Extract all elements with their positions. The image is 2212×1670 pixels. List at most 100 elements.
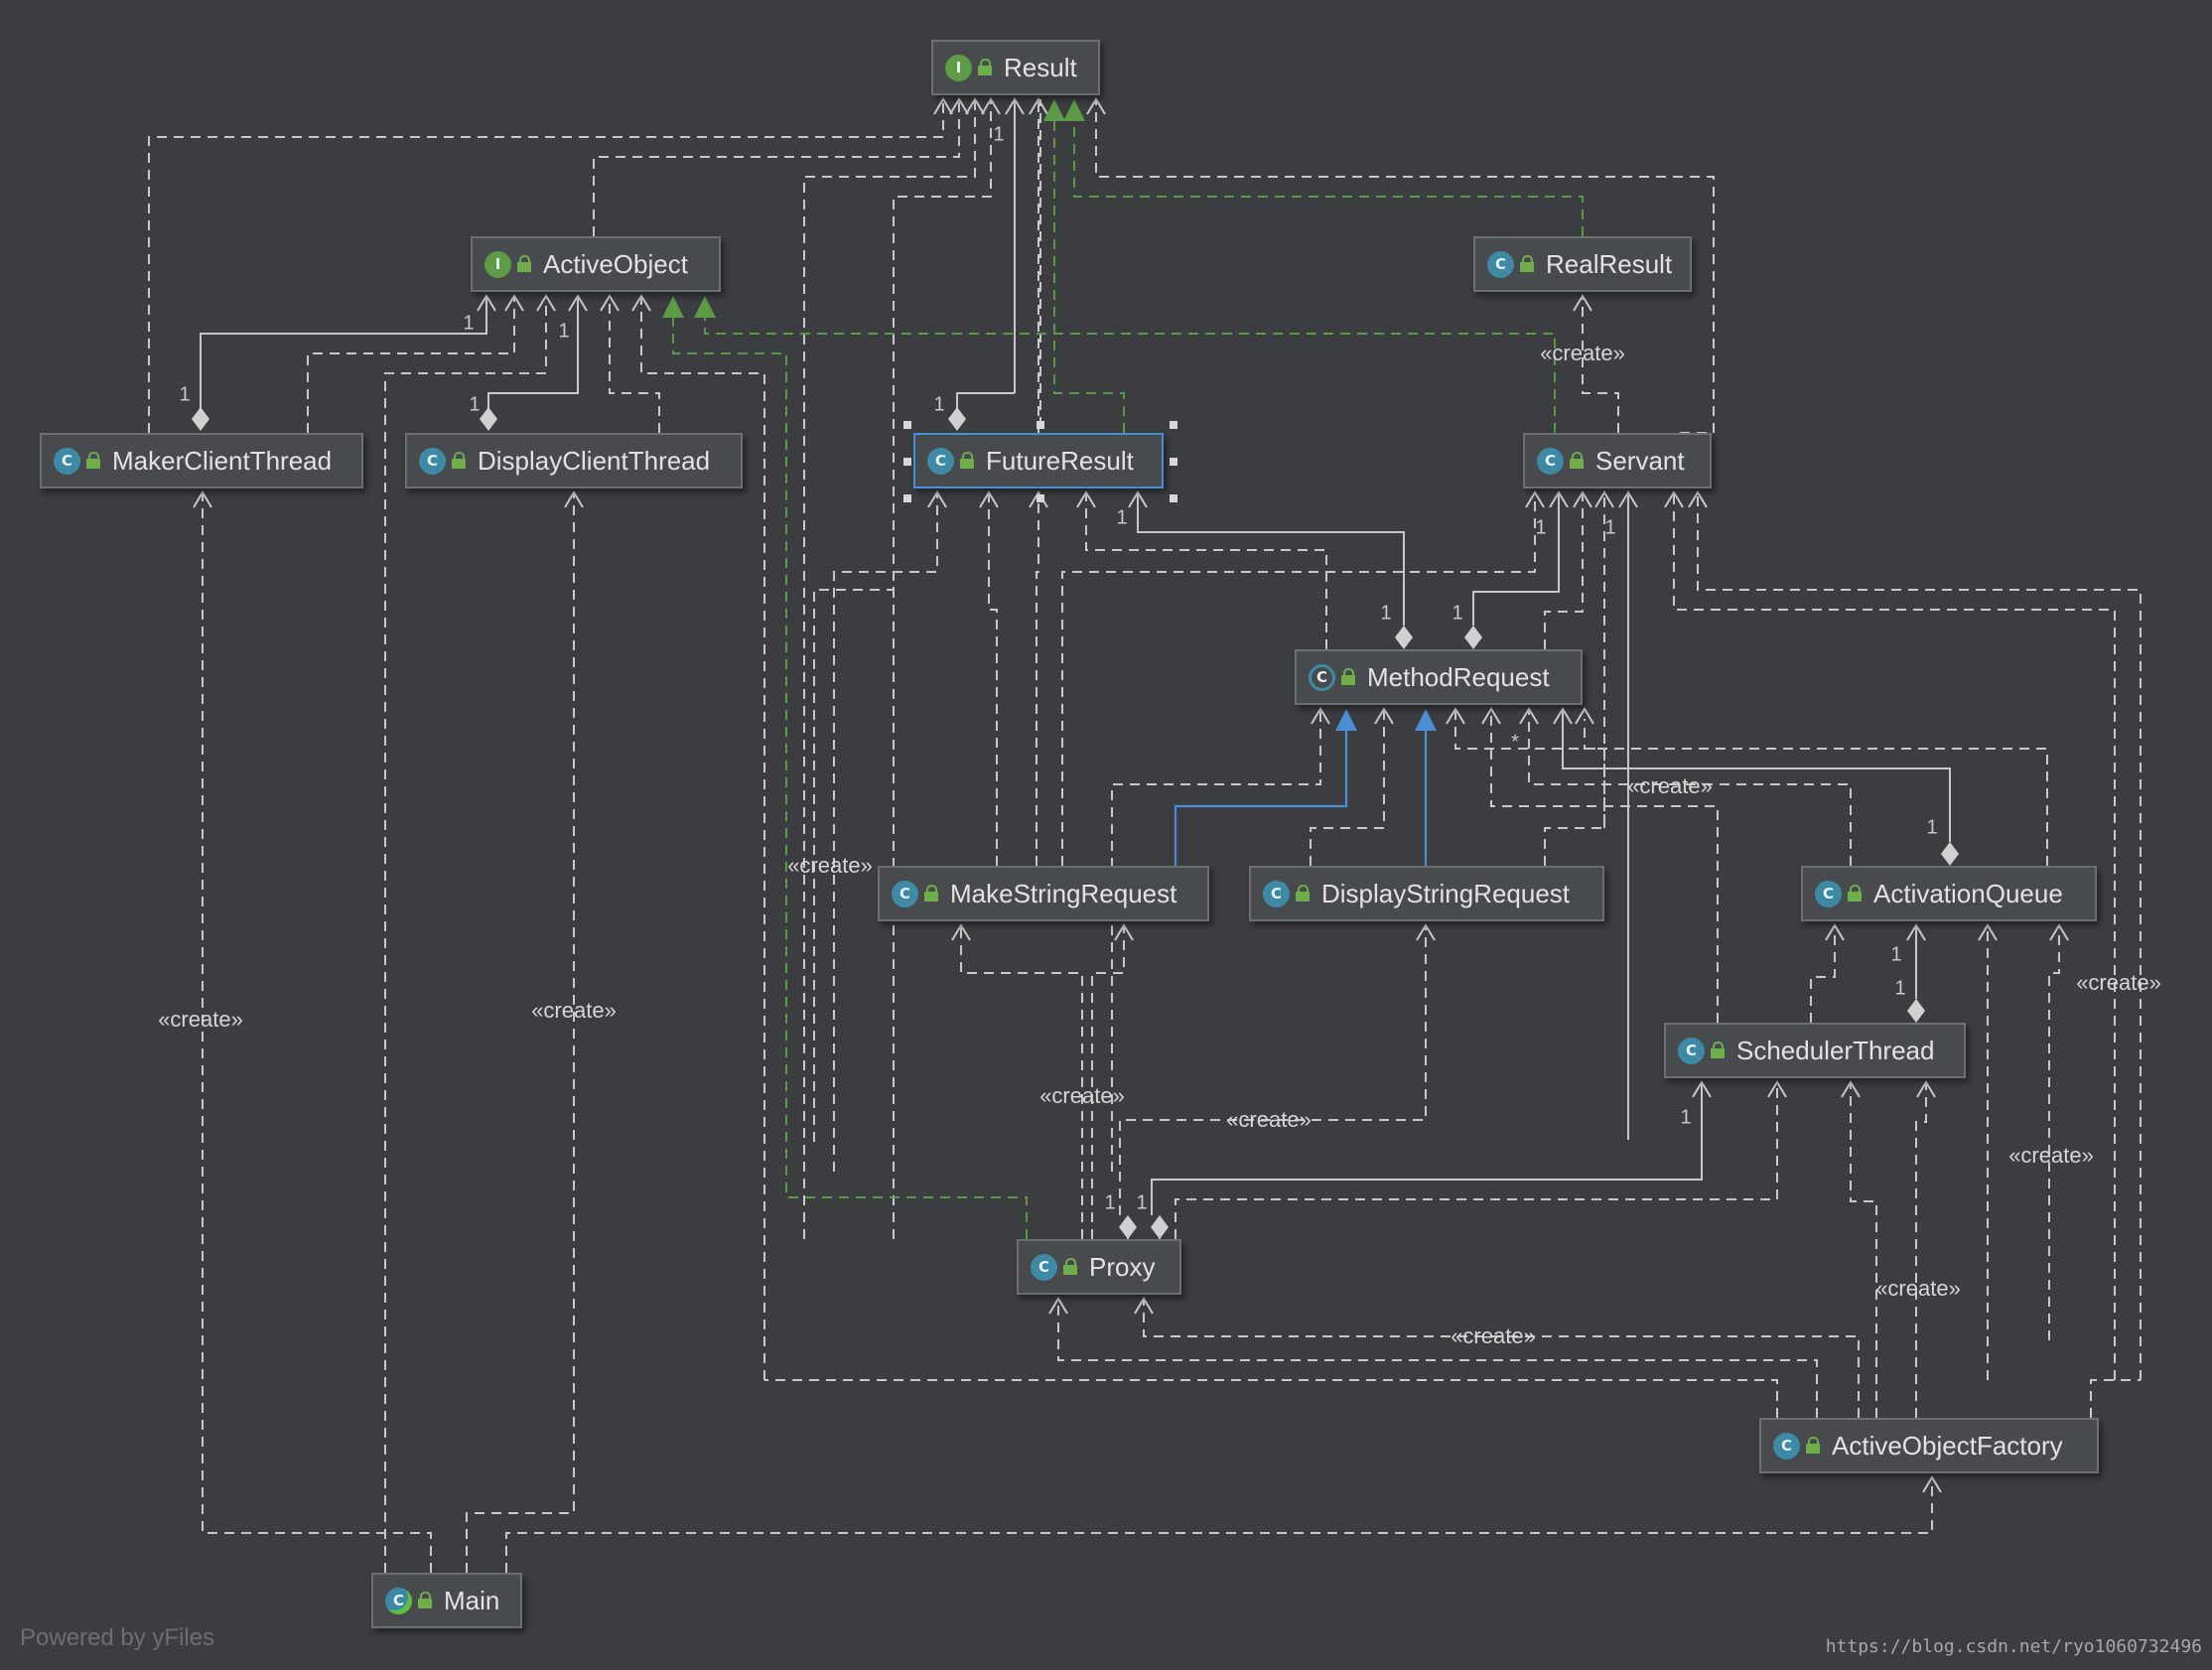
scheduler-thread-class-node[interactable]: C SchedulerThread	[1664, 1023, 1966, 1078]
open-arrowhead	[536, 294, 556, 312]
create-label-factory-scheduler: «create»	[2008, 1143, 2094, 1168]
node-name: DisplayStringRequest	[1321, 878, 1571, 908]
selection-handle[interactable]	[1037, 421, 1044, 429]
create-label-proxy-make: «create»	[1039, 1083, 1125, 1108]
composition-diamond	[948, 407, 966, 431]
open-arrowhead	[1374, 707, 1394, 725]
realization-arrowhead	[662, 296, 684, 318]
dependency-edge	[1091, 925, 1125, 1239]
public-lock-icon	[517, 255, 531, 273]
multiplicity-label: 1	[179, 383, 191, 406]
association-edge	[1137, 492, 1405, 626]
open-arrowhead	[979, 490, 999, 508]
open-arrowhead	[981, 97, 1001, 115]
open-arrowhead	[927, 490, 947, 508]
public-lock-icon	[1848, 885, 1862, 903]
selection-handle[interactable]	[903, 494, 911, 502]
multiplicity-label: 1	[1452, 602, 1463, 625]
multiplicity-label: 1	[993, 123, 1005, 146]
open-arrowhead	[631, 294, 651, 312]
open-arrowhead	[1573, 294, 1592, 312]
open-arrowhead	[1048, 1297, 1068, 1315]
active-object-interface-node[interactable]: I ActiveObject	[471, 236, 721, 292]
open-arrowhead	[1311, 707, 1330, 725]
public-lock-icon	[1341, 668, 1355, 686]
composition-diamond	[1119, 1215, 1137, 1239]
node-name: MakeStringRequest	[950, 878, 1177, 908]
dependency-edge	[384, 296, 547, 1573]
selection-handle[interactable]	[1170, 458, 1177, 466]
dependency-edge	[1111, 709, 1321, 1172]
servant-class-node[interactable]: C Servant	[1523, 433, 1712, 488]
dependency-edge	[1584, 719, 2048, 866]
dependency-edge	[1544, 492, 1584, 649]
dependency-edge	[960, 925, 1083, 1239]
method-request-abstract-class-node[interactable]: C MethodRequest	[1295, 649, 1583, 705]
open-arrowhead	[1688, 490, 1708, 508]
realization-arrowhead	[1415, 709, 1437, 731]
public-lock-icon	[1063, 1258, 1077, 1276]
dependency-edge	[1454, 709, 1605, 866]
watermark-url: https://blog.csdn.net/ryo1060732496	[1825, 1636, 2202, 1657]
open-arrowhead	[477, 294, 496, 312]
dependency-edge	[1061, 492, 1536, 866]
public-lock-icon	[1806, 1437, 1820, 1455]
selection-handle[interactable]	[1170, 494, 1177, 502]
open-arrowhead	[1978, 923, 1998, 941]
dependency-edge	[1119, 925, 1427, 1215]
main-class-node[interactable]: C Main	[371, 1573, 522, 1628]
open-arrowhead	[1553, 707, 1573, 725]
abstract-class-icon: C	[1309, 663, 1335, 691]
open-arrowhead	[504, 294, 524, 312]
multiplicity-label: 1	[1104, 1191, 1116, 1214]
dependency-edge	[764, 1379, 1778, 1418]
dependency-edge	[1143, 1299, 1860, 1418]
open-arrowhead	[1692, 1080, 1712, 1098]
selection-handle[interactable]	[903, 421, 911, 429]
multiplicity-label: 1	[1894, 977, 1906, 1000]
realization-arrowhead	[1043, 99, 1065, 121]
node-name: FutureResult	[986, 445, 1134, 476]
composition-diamond	[192, 407, 209, 431]
node-name: ActivationQueue	[1873, 878, 2063, 908]
dependency-edge	[1175, 1082, 1778, 1239]
open-arrowhead	[1594, 490, 1614, 508]
real-result-class-node[interactable]: C RealResult	[1473, 236, 1692, 292]
open-arrowhead	[1086, 97, 1106, 115]
selection-handle[interactable]	[1037, 494, 1044, 502]
public-lock-icon	[418, 1592, 432, 1609]
realization-arrowhead	[1063, 99, 1085, 121]
dependency-edge	[593, 99, 960, 236]
multiplicity-label: 1	[469, 393, 481, 416]
association-edge	[487, 296, 579, 409]
selection-handle[interactable]	[903, 458, 911, 466]
result-interface-node[interactable]: I Result	[931, 40, 1100, 95]
activation-queue-class-node[interactable]: C ActivationQueue	[1801, 866, 2097, 921]
active-object-factory-class-node[interactable]: C ActiveObjectFactory	[1759, 1418, 2099, 1473]
open-arrowhead	[1029, 490, 1048, 508]
composition-edge	[956, 392, 1015, 409]
public-lock-icon	[1296, 885, 1310, 903]
make-string-request-class-node[interactable]: C MakeStringRequest	[878, 866, 1209, 921]
maker-client-thread-class-node[interactable]: C MakerClientThread	[40, 433, 363, 488]
dependency-edge	[893, 99, 992, 1239]
create-label-factory-queue: «create»	[2076, 970, 2161, 995]
node-name: SchedulerThread	[1736, 1035, 1935, 1065]
display-string-request-class-node[interactable]: C DisplayStringRequest	[1249, 866, 1604, 921]
proxy-class-node[interactable]: C Proxy	[1017, 1239, 1181, 1295]
selection-handle[interactable]	[1170, 421, 1177, 429]
future-result-class-node[interactable]: C FutureResult	[913, 433, 1164, 488]
realization-arrowhead	[694, 296, 716, 318]
node-name: Proxy	[1089, 1251, 1156, 1282]
open-arrowhead	[1519, 707, 1539, 725]
class-icon: C	[927, 447, 954, 475]
dependency-edge	[640, 296, 765, 1380]
display-client-thread-class-node[interactable]: C DisplayClientThread	[405, 433, 743, 488]
interface-icon: I	[484, 250, 511, 278]
open-arrowhead	[949, 97, 969, 115]
dependency-edge	[988, 492, 998, 866]
dependency-edge	[1673, 492, 2116, 1380]
class-icon: C	[892, 880, 918, 907]
realization-edge	[1073, 109, 1584, 236]
powered-by-label: Powered by yFiles	[20, 1624, 215, 1651]
